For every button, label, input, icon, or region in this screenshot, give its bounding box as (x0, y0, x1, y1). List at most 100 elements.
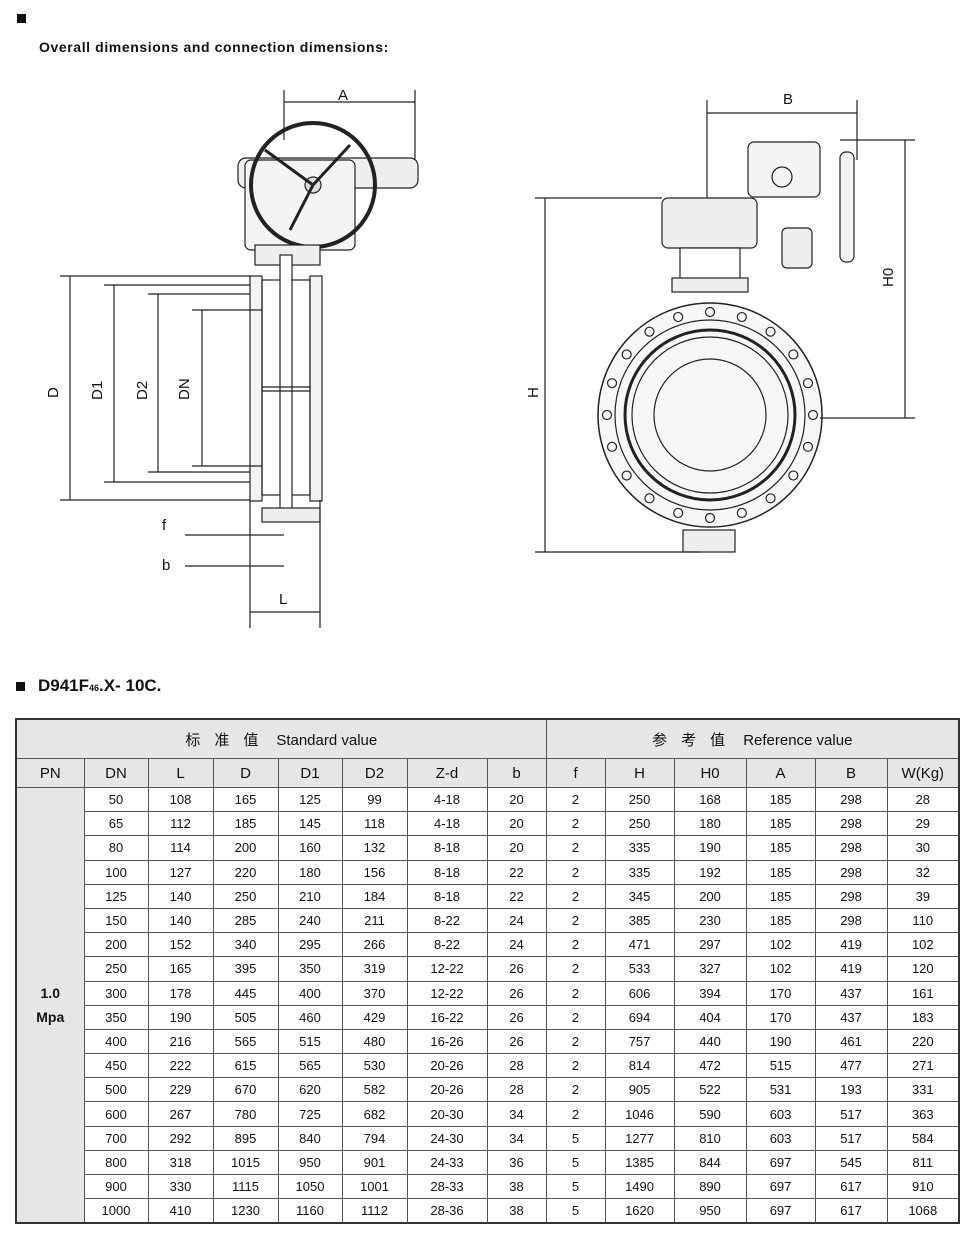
table-cell: 180 (277, 859, 343, 885)
table-cell: 617 (814, 1198, 888, 1224)
table-cell: 8-22 (406, 932, 488, 958)
table-cell: 515 (277, 1028, 343, 1055)
table-cell: 300 (83, 980, 149, 1006)
bolt-hole (704, 512, 716, 524)
table-cell: 603 (745, 1125, 816, 1151)
model-title: D941F46.X- 10C. (38, 676, 161, 696)
table-cell: 160 (277, 835, 343, 861)
table-cell: 183 (886, 1004, 960, 1030)
table-cell: 38 (486, 1173, 547, 1200)
table-cell: 292 (147, 1125, 214, 1151)
table-cell: 517 (814, 1125, 888, 1151)
table-cell: 905 (604, 1077, 675, 1103)
table-cell: 400 (277, 980, 343, 1006)
table-cell: 8-18 (406, 835, 488, 861)
table-cell: 725 (277, 1101, 343, 1127)
table-cell: 615 (212, 1053, 279, 1079)
column-header: Z-d (406, 758, 488, 788)
table-cell: 4-18 (406, 786, 488, 813)
bolt-hole (765, 493, 776, 504)
column-header: L (147, 758, 214, 788)
table-cell: 429 (341, 1004, 408, 1030)
table-cell: 22 (486, 859, 547, 885)
table-cell: 600 (83, 1101, 149, 1127)
table-cell: 471 (604, 932, 675, 958)
table-cell: 1000 (83, 1198, 149, 1224)
table-cell: 670 (212, 1077, 279, 1103)
column-header: D (212, 758, 279, 788)
bolt-hole (765, 326, 776, 337)
table-cell: 250 (604, 811, 675, 837)
table-cell: 8-22 (406, 907, 488, 934)
table-cell: 682 (341, 1101, 408, 1127)
table-cell: 617 (814, 1173, 888, 1200)
table-cell: 5 (545, 1173, 606, 1200)
column-header: D2 (341, 758, 408, 788)
table-cell: 1001 (341, 1173, 408, 1200)
table-cell: 1277 (604, 1125, 675, 1151)
table-cell: 24-33 (406, 1149, 488, 1176)
table-cell: 185 (212, 811, 279, 837)
table-cell: 30 (886, 835, 960, 861)
table-cell: 814 (604, 1053, 675, 1079)
table-cell: 170 (745, 1004, 816, 1030)
table-cell: 910 (886, 1173, 960, 1200)
table-cell: 20-30 (406, 1101, 488, 1127)
table-cell: 1230 (212, 1198, 279, 1224)
label-H0: H0 (880, 268, 897, 287)
table-cell: 32 (886, 859, 960, 885)
table-cell: 24 (486, 907, 547, 934)
table-cell: 271 (886, 1053, 960, 1079)
table-cell: 36 (486, 1149, 547, 1176)
table-cell: 419 (814, 932, 888, 958)
table-cell: 112 (147, 811, 214, 837)
table-cell: 102 (886, 932, 960, 958)
table-cell: 165 (147, 956, 214, 982)
column-header: D1 (277, 758, 343, 788)
table-cell: 700 (83, 1125, 149, 1151)
table-cell: 500 (83, 1077, 149, 1103)
table-cell: 8-18 (406, 883, 488, 909)
table-cell: 192 (673, 859, 747, 885)
table-cell: 28 (486, 1053, 547, 1079)
label-D: D (45, 387, 62, 398)
table-cell: 545 (814, 1149, 888, 1176)
table-cell: 211 (341, 907, 408, 934)
table-cell: 26 (486, 956, 547, 982)
table-cell: 178 (147, 980, 214, 1006)
table-cell: 2 (545, 859, 606, 885)
side-view-drawing: A D D1 D2 DN f b L (45, 87, 419, 628)
table-cell: 140 (147, 883, 214, 909)
table-cell: 2 (545, 1077, 606, 1103)
column-header: DN (83, 758, 149, 788)
table-cell: 50 (83, 786, 149, 813)
table-cell: 350 (277, 956, 343, 982)
pn-unit: Mpa (36, 1009, 65, 1026)
table-cell: 114 (147, 835, 214, 861)
table-cell: 1068 (886, 1198, 960, 1224)
table-cell: 1490 (604, 1173, 675, 1200)
table-cell: 20 (486, 786, 547, 813)
table-cell: 185 (745, 811, 816, 837)
group-reference-en: Reference value (743, 731, 853, 749)
table-cell: 216 (147, 1028, 214, 1055)
table-cell: 437 (814, 1004, 888, 1030)
table-cell: 410 (147, 1198, 214, 1224)
table-cell: 298 (814, 859, 888, 885)
table-cell: 2 (545, 811, 606, 837)
table-cell: 327 (673, 956, 747, 982)
table-cell: 1385 (604, 1149, 675, 1176)
pn-value: 1.0 (40, 985, 60, 1002)
table-cell: 229 (147, 1077, 214, 1103)
bolt-hole (736, 311, 747, 323)
table-cell: 190 (745, 1028, 816, 1055)
